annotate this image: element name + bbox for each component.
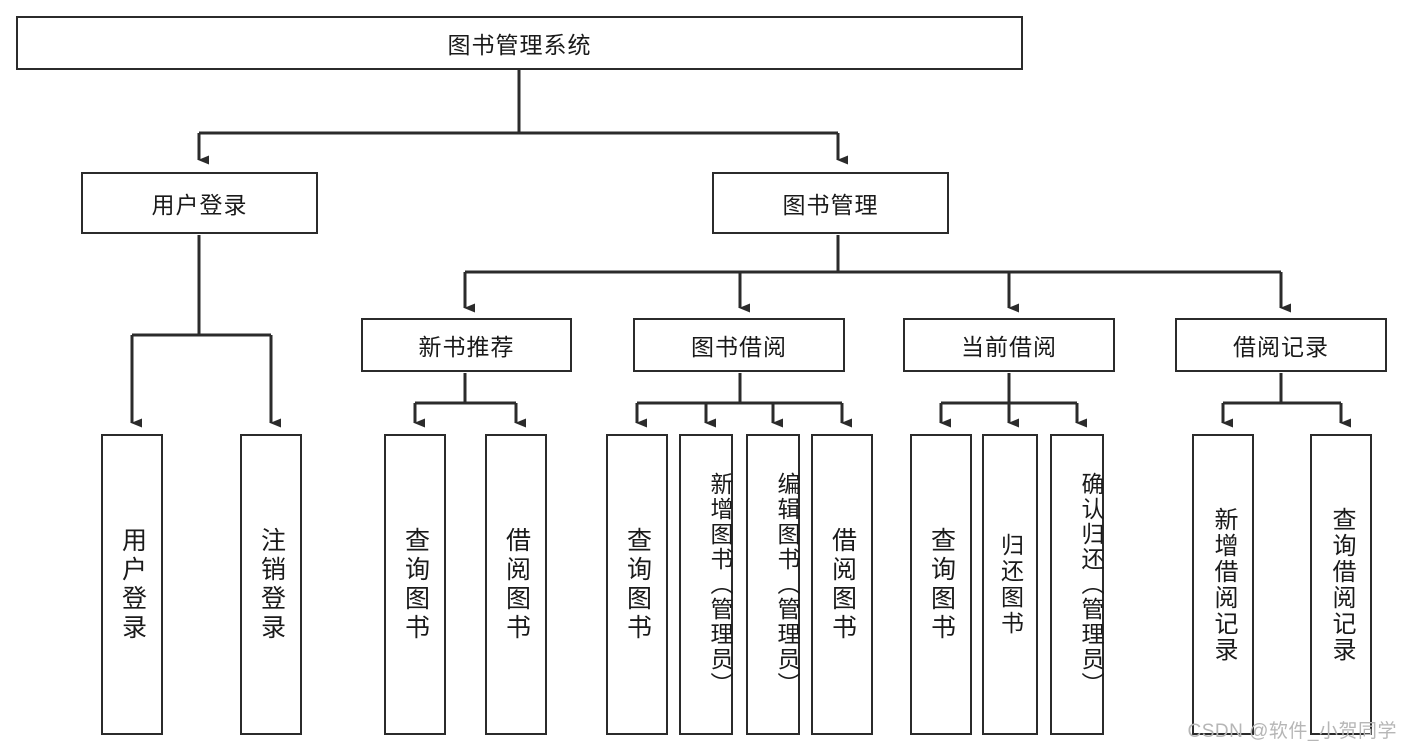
node-book-borrow-label: 图书借阅 (691, 334, 787, 360)
leaf-user-login-2[interactable]: 注销登录 (240, 434, 302, 735)
leaf-book-borrow-1-label: 查询图书 (623, 526, 652, 643)
node-book-management[interactable]: 图书管理 (712, 172, 949, 234)
leaf-user-login-1-label: 用户登录 (118, 526, 147, 643)
node-new-book-recommend[interactable]: 新书推荐 (361, 318, 572, 372)
leaf-book-borrow-2-label: 新增图书（管理员） (707, 472, 733, 697)
node-root[interactable]: 图书管理系统 (16, 16, 1023, 70)
leaf-user-login-2-label: 注销登录 (257, 526, 286, 643)
leaf-current-borrow-2[interactable]: 归还图书 (982, 434, 1038, 735)
node-user-login[interactable]: 用户登录 (81, 172, 318, 234)
leaf-book-borrow-4-label: 借阅图书 (828, 526, 857, 643)
leaf-new-book-2-label: 借阅图书 (502, 526, 531, 643)
leaf-user-login-1[interactable]: 用户登录 (101, 434, 163, 735)
leaf-borrow-record-2[interactable]: 查询借阅记录 (1310, 434, 1372, 735)
node-current-borrow[interactable]: 当前借阅 (903, 318, 1115, 372)
leaf-current-borrow-3-label: 确认归还（管理员） (1078, 472, 1104, 697)
leaf-borrow-record-2-label: 查询借阅记录 (1328, 506, 1355, 663)
node-book-borrow[interactable]: 图书借阅 (633, 318, 845, 372)
leaf-borrow-record-1-label: 新增借阅记录 (1210, 506, 1237, 663)
leaf-book-borrow-3[interactable]: 编辑图书（管理员） (746, 434, 800, 735)
node-user-login-label: 用户登录 (151, 192, 248, 218)
leaf-new-book-1[interactable]: 查询图书 (384, 434, 446, 735)
leaf-current-borrow-3[interactable]: 确认归还（管理员） (1050, 434, 1104, 735)
node-new-book-recommend-label: 新书推荐 (418, 334, 515, 360)
node-borrow-record[interactable]: 借阅记录 (1175, 318, 1387, 372)
leaf-current-borrow-2-label: 归还图书 (997, 532, 1024, 637)
leaf-new-book-2[interactable]: 借阅图书 (485, 434, 547, 735)
node-book-management-label: 图书管理 (782, 192, 879, 218)
node-root-label: 图书管理系统 (447, 32, 592, 58)
leaf-new-book-1-label: 查询图书 (401, 526, 430, 643)
leaf-current-borrow-1-label: 查询图书 (927, 526, 956, 643)
leaf-book-borrow-3-label: 编辑图书（管理员） (774, 472, 800, 697)
leaf-book-borrow-4[interactable]: 借阅图书 (811, 434, 873, 735)
leaf-book-borrow-2[interactable]: 新增图书（管理员） (679, 434, 733, 735)
leaf-borrow-record-1[interactable]: 新增借阅记录 (1192, 434, 1254, 735)
node-current-borrow-label: 当前借阅 (961, 334, 1057, 360)
leaf-current-borrow-1[interactable]: 查询图书 (910, 434, 972, 735)
node-borrow-record-label: 借阅记录 (1233, 334, 1329, 360)
csdn-watermark: CSDN @软件_小贺同学 (1187, 721, 1397, 742)
leaf-book-borrow-1[interactable]: 查询图书 (606, 434, 668, 735)
